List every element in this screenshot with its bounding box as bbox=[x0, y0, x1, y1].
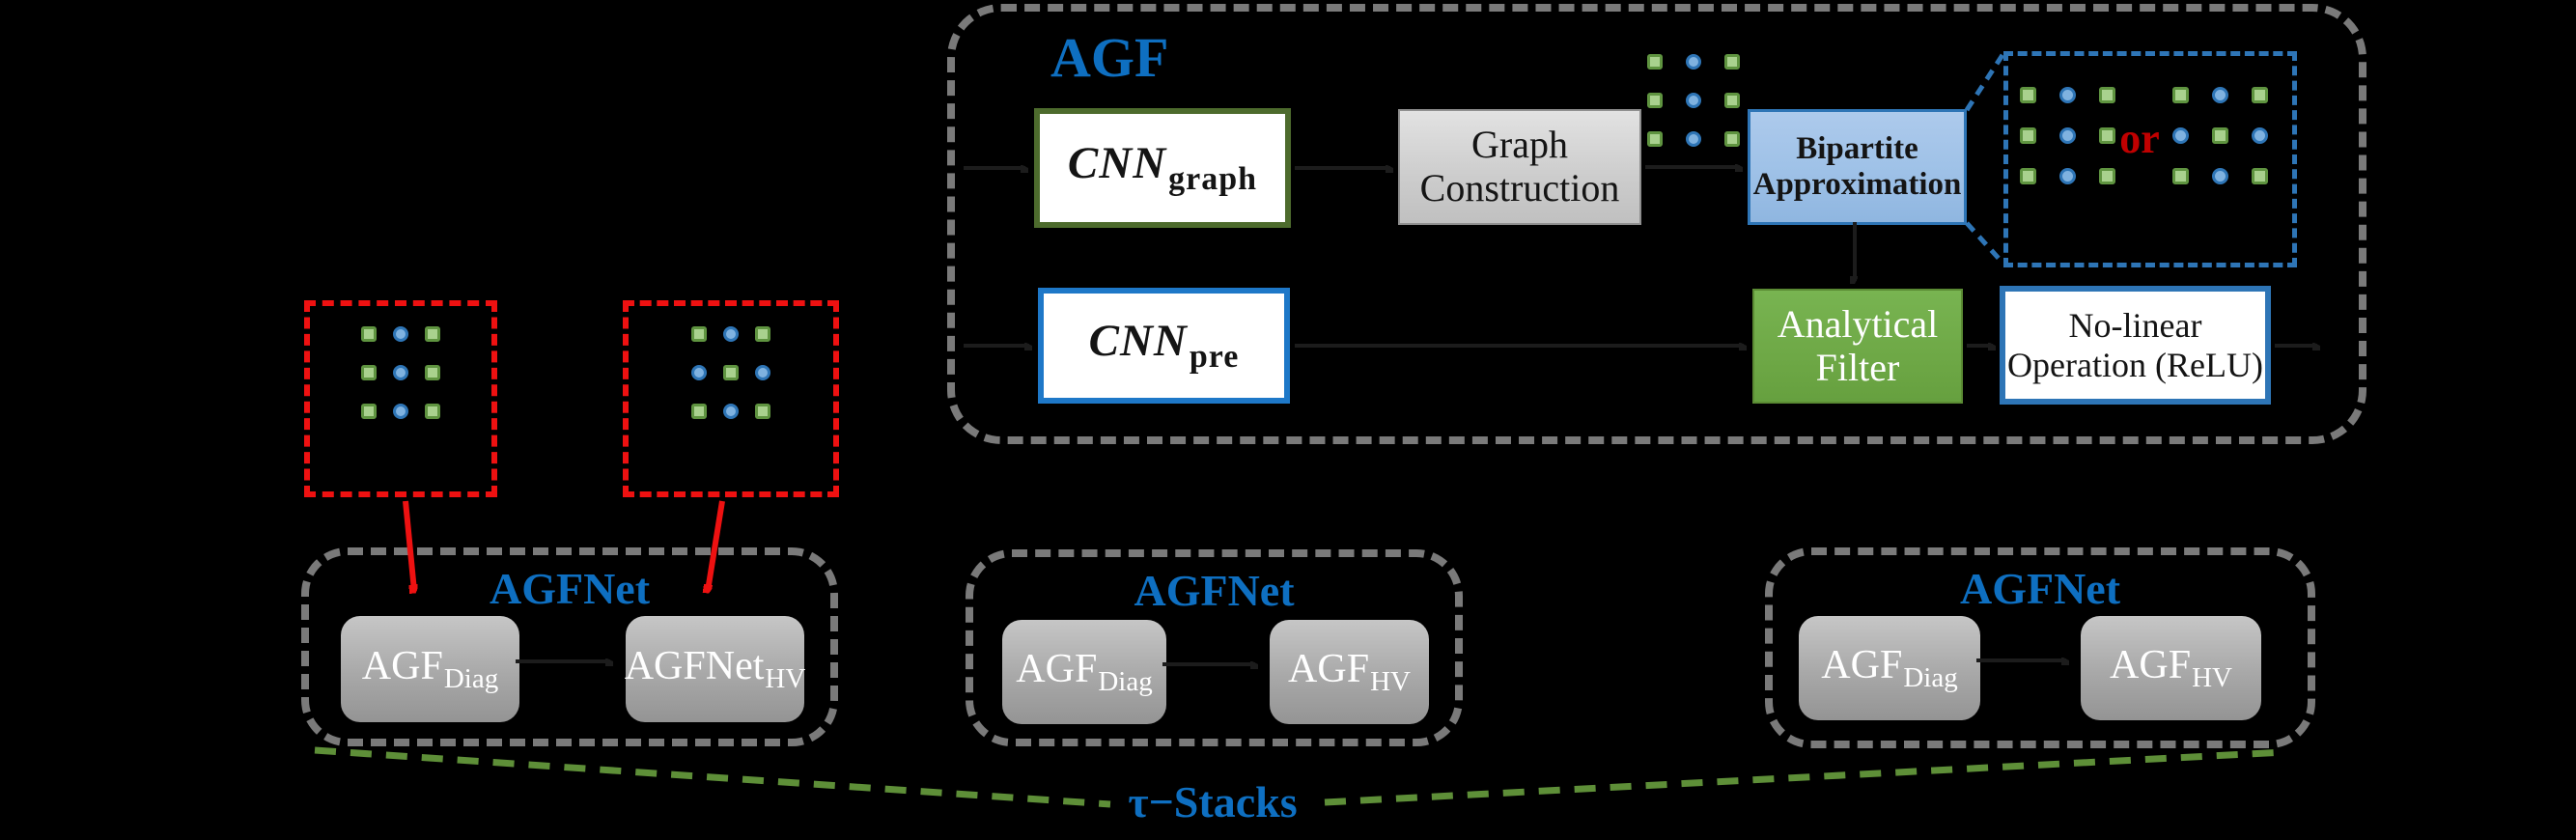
agf-diag-unit-3: AGFDiag bbox=[1799, 616, 1980, 720]
cnn-graph-box: CNNgraph bbox=[1034, 108, 1291, 228]
agfnet-3-title: AGFNet bbox=[1959, 564, 2121, 613]
green-square-node bbox=[2172, 168, 2189, 184]
callout-grid-checker-pattern bbox=[2172, 87, 2268, 184]
green-square-node bbox=[2099, 127, 2115, 144]
green-square-node bbox=[425, 404, 440, 419]
cnn-pre-label: CNNpre bbox=[1088, 316, 1240, 375]
agfnet-1-title: AGFNet bbox=[489, 564, 651, 613]
green-square-node bbox=[1724, 93, 1740, 108]
green-square-node bbox=[425, 365, 440, 380]
green-square-node bbox=[2172, 87, 2189, 103]
cnn-graph-label: CNNgraph bbox=[1067, 138, 1258, 197]
bipartite-line2: Approximation bbox=[1752, 167, 1962, 202]
blue-circle-node bbox=[1686, 93, 1701, 108]
bipartite-callout-box bbox=[2003, 51, 2297, 267]
green-square-node bbox=[1647, 131, 1663, 147]
or-label: or bbox=[2119, 115, 2160, 162]
green-dashed-line-left bbox=[314, 746, 1111, 808]
blue-circle-node bbox=[2059, 87, 2076, 103]
green-square-node bbox=[2099, 87, 2115, 103]
blue-circle-node bbox=[2059, 127, 2076, 144]
agf-diag-unit-2: AGFDiag bbox=[1002, 620, 1166, 724]
green-square-node bbox=[2212, 127, 2228, 144]
agf-hv-unit-3-label: AGFHV bbox=[2110, 642, 2232, 694]
cnn-graph-subscript: graph bbox=[1168, 160, 1258, 197]
green-square-node bbox=[691, 404, 707, 419]
blue-circle-node bbox=[1686, 54, 1701, 70]
bipartite-line1: Bipartite bbox=[1796, 131, 1918, 167]
cnn-pre-box: CNNpre bbox=[1038, 288, 1290, 404]
blue-circle-node bbox=[393, 365, 408, 380]
agfnet-hv-unit-1: AGFNetHV bbox=[624, 616, 806, 722]
agf-diag-unit-1: AGFDiag bbox=[341, 616, 519, 722]
blue-circle-node bbox=[2059, 168, 2076, 184]
blue-circle-node bbox=[2212, 168, 2228, 184]
graph-construction-line2: Construction bbox=[1419, 166, 1620, 210]
agf-module-container bbox=[947, 4, 2366, 444]
green-square-node bbox=[2252, 87, 2268, 103]
green-square-node bbox=[691, 326, 707, 342]
agf-hv-unit-2: AGFHV bbox=[1270, 620, 1429, 724]
agfnet-2-title: AGFNet bbox=[1134, 566, 1295, 615]
green-square-node bbox=[361, 365, 377, 380]
blue-circle-node bbox=[2252, 127, 2268, 144]
blue-circle-node bbox=[2212, 87, 2228, 103]
agfnet-block-2: AGFNet AGFDiag AGFHV bbox=[966, 549, 1463, 746]
agf-hv-unit-3: AGFHV bbox=[2081, 616, 2261, 720]
agfnet-block-1: AGFNet AGFDiag AGFNetHV bbox=[301, 547, 838, 746]
analytical-filter-line2: Filter bbox=[1815, 345, 1900, 389]
bipartite-approximation-box: Bipartite Approximation bbox=[1748, 109, 1967, 225]
agf-diag-unit-2-label: AGFDiag bbox=[1016, 646, 1153, 698]
green-square-node bbox=[1724, 131, 1740, 147]
nonlinear-operation-line2: Operation (ReLU) bbox=[2007, 345, 2263, 384]
blue-circle-node bbox=[723, 326, 739, 342]
green-square-node bbox=[2020, 168, 2036, 184]
analytical-filter-line1: Analytical bbox=[1777, 301, 1939, 346]
blue-circle-node bbox=[723, 404, 739, 419]
green-square-node bbox=[755, 404, 770, 419]
cnn-pre-subscript: pre bbox=[1189, 338, 1240, 375]
nonlinear-operation-box: No-linear Operation (ReLU) bbox=[2000, 286, 2271, 405]
green-square-node bbox=[723, 365, 739, 380]
green-square-node bbox=[2020, 127, 2036, 144]
green-square-node bbox=[755, 326, 770, 342]
green-square-node bbox=[1724, 54, 1740, 70]
graph-construction-box: Graph Construction bbox=[1398, 109, 1641, 225]
agf-hv-unit-2-label: AGFHV bbox=[1288, 646, 1411, 698]
analytical-filter-box: Analytical Filter bbox=[1752, 289, 1963, 404]
red-box-grid-checker-pattern bbox=[691, 326, 770, 419]
blue-circle-node bbox=[393, 404, 408, 419]
green-square-node bbox=[1647, 93, 1663, 108]
green-dashed-line-right bbox=[1324, 748, 2285, 806]
nonlinear-operation-line1: No-linear bbox=[2068, 306, 2202, 346]
blue-circle-node bbox=[691, 365, 707, 380]
callout-grid-vertical-pattern bbox=[2020, 87, 2115, 184]
green-square-node bbox=[361, 404, 377, 419]
blue-circle-node bbox=[393, 326, 408, 342]
tau-stacks-label: τ−Stacks bbox=[1128, 777, 1298, 826]
green-square-node bbox=[2252, 168, 2268, 184]
green-square-node bbox=[2099, 168, 2115, 184]
blue-circle-node bbox=[1686, 131, 1701, 147]
agf-module-title: AGF bbox=[1050, 26, 1169, 89]
agfnet-block-3: AGFNet AGFDiag AGFHV bbox=[1765, 547, 2315, 748]
red-dashed-box-hv-pattern bbox=[623, 300, 839, 497]
green-square-node bbox=[425, 326, 440, 342]
agfnet-hv-unit-1-label: AGFNetHV bbox=[624, 643, 806, 695]
green-square-node bbox=[1647, 54, 1663, 70]
green-square-node bbox=[2020, 87, 2036, 103]
graph-construction-line1: Graph bbox=[1471, 123, 1568, 167]
agf-diag-unit-1-label: AGFDiag bbox=[361, 643, 499, 695]
agf-diag-unit-3-label: AGFDiag bbox=[1821, 642, 1958, 694]
feature-grid-top bbox=[1647, 54, 1740, 147]
blue-circle-node bbox=[2172, 127, 2189, 144]
red-dashed-box-diag-pattern bbox=[304, 300, 497, 497]
blue-circle-node bbox=[755, 365, 770, 380]
red-box-grid-vertical-pattern bbox=[361, 326, 440, 419]
green-square-node bbox=[361, 326, 377, 342]
